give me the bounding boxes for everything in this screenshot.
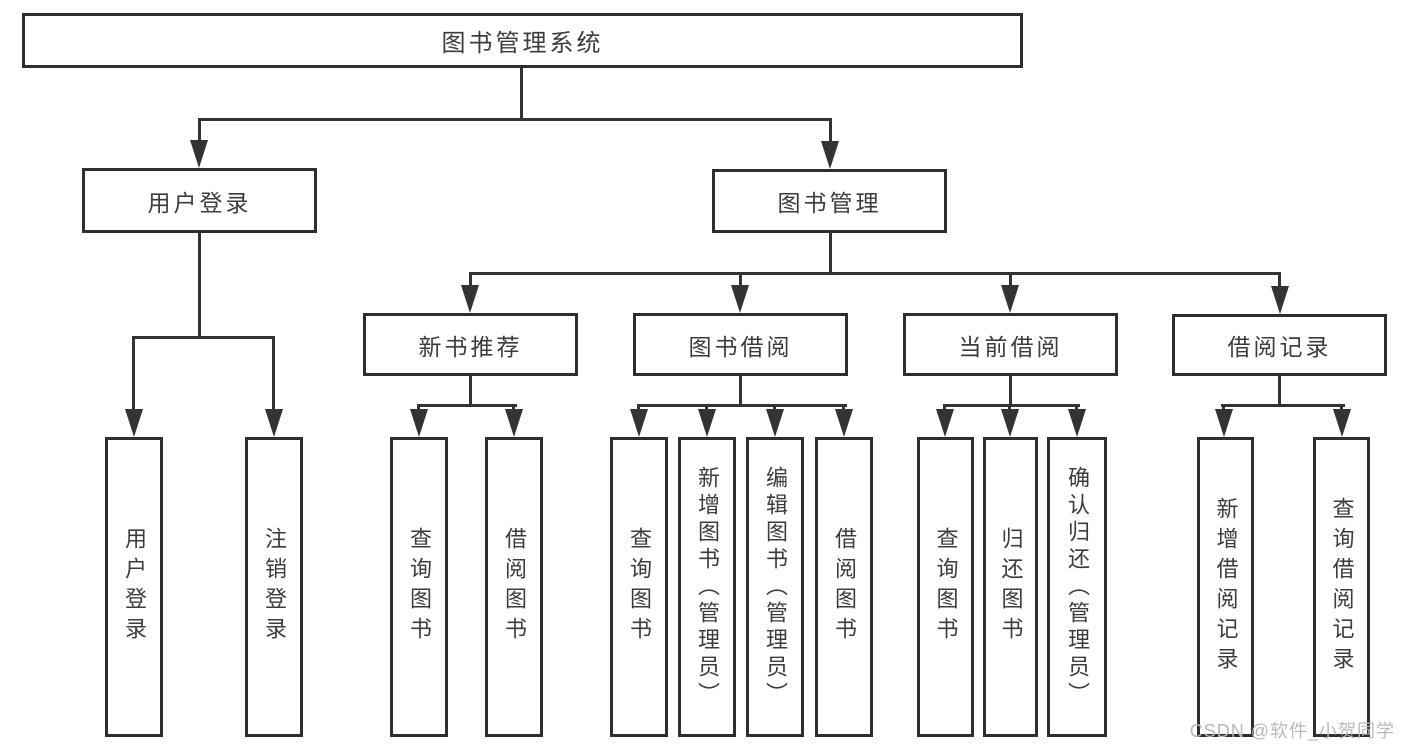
arrowhead-to-bor-borrow-book xyxy=(835,409,853,437)
connector-stem-borrow-record xyxy=(1278,272,1281,288)
arrowhead-to-add-record xyxy=(1215,409,1233,437)
leaf-current-query-book: 查询图书 xyxy=(917,437,974,737)
arrowhead-to-book-borrow xyxy=(731,285,749,313)
connector-stem-current-borrow xyxy=(1009,272,1012,288)
node-root-library-system: 图书管理系统 xyxy=(22,13,1023,68)
node-user-login-label: 用户登录 xyxy=(147,189,252,216)
leaf-add-book-admin-label: 新增图书（管理员） xyxy=(695,465,720,709)
node-user-login: 用户登录 xyxy=(82,168,317,233)
connector-borrow-record-rail xyxy=(1221,404,1345,407)
arrowhead-to-user-login xyxy=(190,140,208,168)
connector-new-book-recommend-drop xyxy=(469,376,472,407)
arrowhead-to-bor-query-book xyxy=(630,409,648,437)
arrowhead-to-rec-query-book xyxy=(410,409,428,437)
leaf-query-borrow-record-label: 查询借阅记录 xyxy=(1329,497,1355,677)
leaf-recommend-borrow-book: 借阅图书 xyxy=(485,437,543,737)
node-borrow-record-label: 借阅记录 xyxy=(1227,334,1332,360)
arrowhead-to-book-management xyxy=(821,141,839,169)
leaf-query-borrow-record: 查询借阅记录 xyxy=(1313,437,1370,737)
leaf-borrow-query-book-label: 查询图书 xyxy=(627,527,652,647)
node-current-borrow: 当前借阅 xyxy=(903,313,1118,376)
connector-new-book-recommend-rail xyxy=(418,404,517,407)
leaf-borrow-borrow-book: 借阅图书 xyxy=(815,437,873,737)
leaf-logout-label: 注销登录 xyxy=(262,527,287,647)
node-current-borrow-label: 当前借阅 xyxy=(958,333,1063,360)
node-book-management: 图书管理 xyxy=(712,169,947,233)
arrowhead-to-leaf-logout xyxy=(265,409,283,437)
leaf-return-book-label: 归还图书 xyxy=(998,527,1024,647)
connector-stem-user-login xyxy=(198,118,201,144)
connector-current-borrow-rail xyxy=(944,404,1080,407)
leaf-confirm-return-admin-label: 确认归还（管理员） xyxy=(1065,465,1090,709)
node-borrow-record: 借阅记录 xyxy=(1172,314,1387,376)
connector-book-management-drop xyxy=(829,233,832,275)
leaf-borrow-borrow-book-label: 借阅图书 xyxy=(832,527,857,647)
leaf-confirm-return-admin: 确认归还（管理员） xyxy=(1047,437,1107,737)
arrowhead-to-confirm-return xyxy=(1068,409,1086,437)
node-book-borrow: 图书借阅 xyxy=(633,313,848,376)
leaf-return-book: 归还图书 xyxy=(983,437,1038,737)
csdn-watermark: CSDN @软件_小贺同学 xyxy=(1189,721,1395,741)
connector-stem-leaf-user-login xyxy=(132,336,135,412)
arrowhead-to-add-book xyxy=(698,409,716,437)
arrowhead-to-borrow-record xyxy=(1271,286,1289,314)
arrowhead-to-edit-book xyxy=(766,409,784,437)
leaf-edit-book-admin-label: 编辑图书（管理员） xyxy=(763,465,788,709)
leaf-add-book-admin: 新增图书（管理员） xyxy=(678,437,736,737)
arrowhead-to-current-borrow xyxy=(1001,285,1019,313)
connector-current-borrow-drop xyxy=(1009,376,1012,407)
arrowhead-to-new-book-recommend xyxy=(461,285,479,313)
connector-stem-leaf-logout xyxy=(272,336,275,412)
arrowhead-to-leaf-user-login xyxy=(125,409,143,437)
node-book-management-label: 图书管理 xyxy=(777,190,882,216)
leaf-recommend-query-book-label: 查询图书 xyxy=(407,527,432,647)
connector-stem-new-book-recommend xyxy=(469,272,472,288)
connector-user-login-drop xyxy=(198,233,201,339)
leaf-recommend-borrow-book-label: 借阅图书 xyxy=(502,527,527,647)
node-new-book-recommend: 新书推荐 xyxy=(363,313,578,376)
arrowhead-to-query-record xyxy=(1333,409,1351,437)
leaf-add-borrow-record: 新增借阅记录 xyxy=(1197,437,1254,737)
connector-stem-book-management xyxy=(829,118,832,145)
connector-book-borrow-drop xyxy=(739,376,742,407)
leaf-add-borrow-record-label: 新增借阅记录 xyxy=(1213,497,1239,677)
leaf-logout: 注销登录 xyxy=(245,437,303,737)
leaf-user-login: 用户登录 xyxy=(105,437,163,737)
arrowhead-to-cur-query-book xyxy=(936,409,954,437)
leaf-current-query-book-label: 查询图书 xyxy=(933,527,959,647)
arrowhead-to-rec-borrow-book xyxy=(505,409,523,437)
leaf-user-login-label: 用户登录 xyxy=(122,527,147,647)
leaf-borrow-query-book: 查询图书 xyxy=(610,437,668,737)
connector-level2-rail xyxy=(198,118,832,121)
arrowhead-to-return-book xyxy=(1001,409,1019,437)
node-root-label: 图书管理系统 xyxy=(441,30,604,57)
connector-borrow-record-drop xyxy=(1278,376,1281,407)
connector-user-login-rail xyxy=(132,336,275,339)
connector-book-borrow-rail xyxy=(638,404,847,407)
node-new-book-recommend-label: 新书推荐 xyxy=(418,333,523,360)
leaf-recommend-query-book: 查询图书 xyxy=(390,437,448,737)
connector-level3-rail xyxy=(469,272,1281,275)
connector-stem-book-borrow xyxy=(739,272,742,288)
connector-root-drop xyxy=(520,68,523,120)
leaf-edit-book-admin: 编辑图书（管理员） xyxy=(746,437,804,737)
node-book-borrow-label: 图书借阅 xyxy=(688,333,793,360)
